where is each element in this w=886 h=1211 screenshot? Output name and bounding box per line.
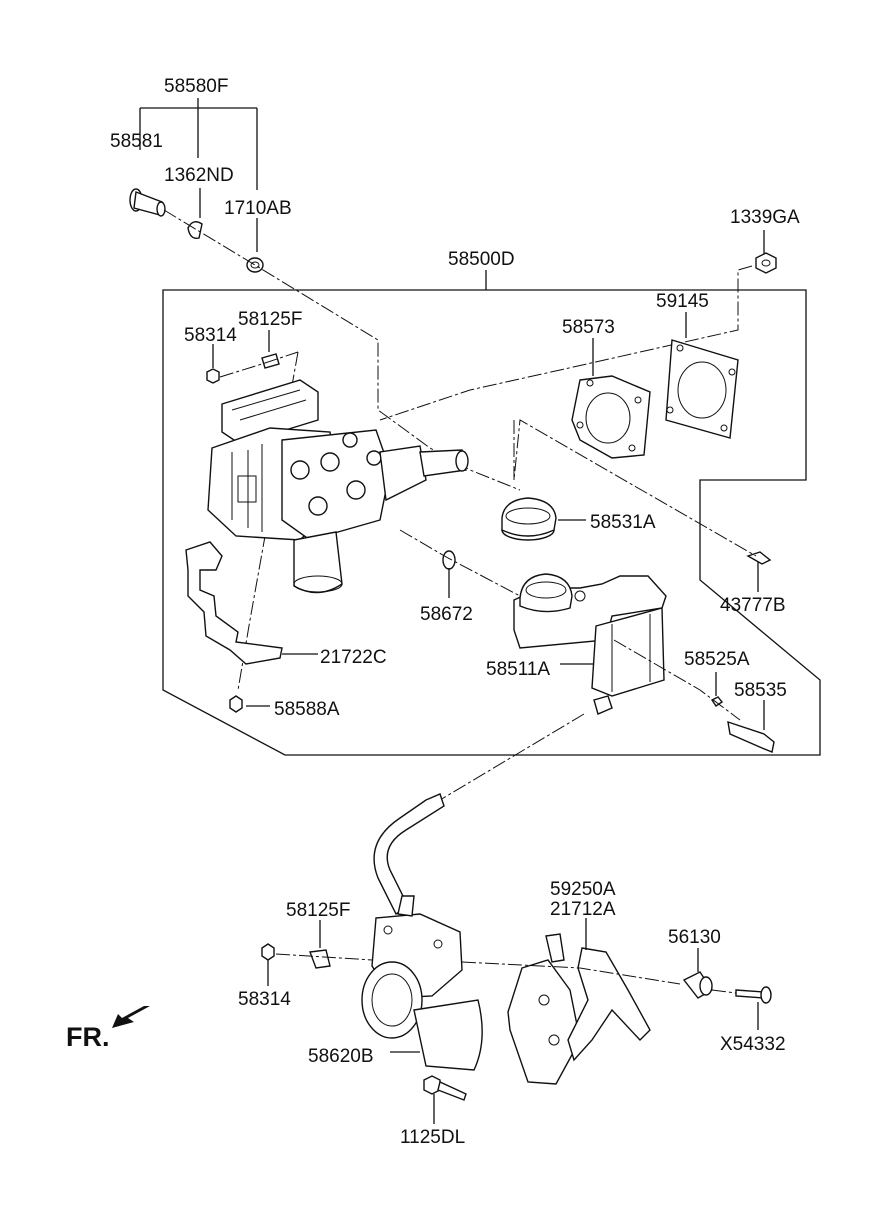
label-58314-bottom: 58314 [238,989,291,1010]
gasket-58573 [571,375,651,459]
label-58525A: 58525A [684,649,750,670]
bolt-1125DL [423,1075,467,1101]
label-58535: 58535 [734,680,787,701]
ring-1710AB [246,257,264,273]
label-58588A: 58588A [274,699,340,720]
label-58531A: 58531A [590,512,656,533]
label-58125F-top: 58125F [238,309,302,330]
vacuum-pump-58620B [361,895,483,1071]
label-58125F-bottom: 58125F [286,900,350,921]
front-direction-label: FR. [66,1022,110,1052]
bolt-58581 [129,188,166,217]
bracket-59250A [507,933,651,1085]
label-1339GA: 1339GA [730,207,800,228]
label-58500D: 58500D [448,249,515,270]
label-21722C: 21722C [320,647,387,668]
screw-58588A [229,695,243,713]
label-43777B: 43777B [720,595,786,616]
label-58580F: 58580F [164,76,228,97]
label-56130: 56130 [668,927,721,948]
label-58314-top: 58314 [184,325,237,346]
label-58581: 58581 [110,131,163,152]
label-X54332: X54332 [720,1034,786,1055]
label-58573: 58573 [562,317,615,338]
arrow-front-left-icon [112,1006,150,1028]
label-1362ND: 1362ND [164,165,234,186]
label-1125DL: 1125DL [400,1127,465,1148]
assembly-boundary [162,289,821,756]
clip-43777B [746,551,772,565]
screw-58314-top [206,368,220,384]
reservoir-58511A [513,573,667,715]
label-59145: 59145 [656,291,709,312]
label-58620B: 58620B [308,1046,374,1067]
bracket-21722C [185,541,283,665]
bolt-X54332 [735,986,772,1004]
sensor-58125F-bottom [309,949,331,969]
reservoir-cap-58531A [501,497,557,541]
gasket-59145 [665,339,739,439]
mount-56130 [682,971,713,999]
label-21712A: 21712A [550,899,616,920]
screw-58525A [710,696,724,707]
label-58511A: 58511A [486,659,550,680]
hydraulic-unit [207,379,469,594]
label-59250A: 59250A [550,879,616,900]
label-1710AB: 1710AB [224,198,292,219]
label-58672: 58672 [420,604,473,625]
nut-1339GA [755,252,777,274]
clip-1362ND [187,221,203,239]
screw-58314-bottom [261,943,275,961]
sensor-58535 [727,720,775,753]
seal-58672 [442,550,456,570]
